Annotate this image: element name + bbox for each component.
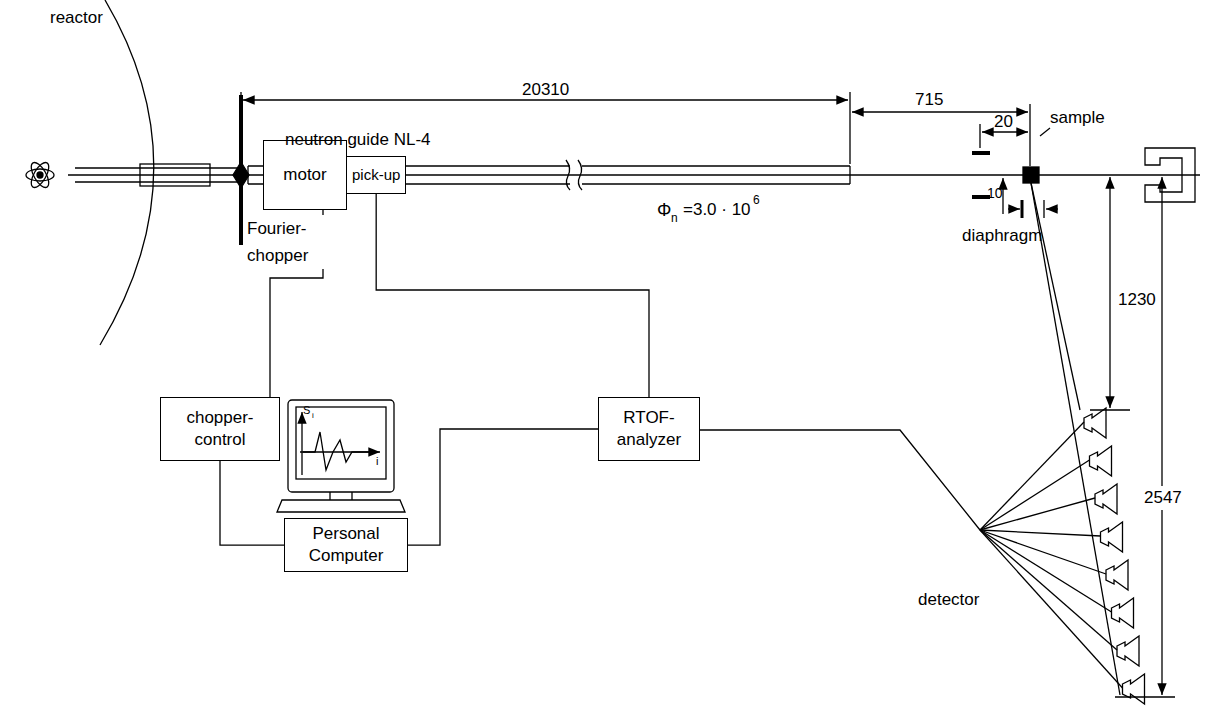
motor-box: motor [263, 140, 347, 210]
detector-cable [980, 530, 1123, 688]
detector-tube [1117, 636, 1139, 666]
drawing-label: 20 [994, 112, 1013, 132]
drawing-label: reactor [50, 8, 103, 28]
detector-cable [980, 530, 1106, 574]
detector-cable [980, 460, 1090, 530]
detector-tube [1101, 522, 1123, 552]
detector-tube [1123, 674, 1145, 704]
reactor-wall [100, 0, 154, 345]
box-text: Personal Computer [285, 523, 407, 567]
detector-cable [685, 430, 980, 530]
drawing-label: 20310 [522, 80, 569, 100]
detector-cable [980, 422, 1084, 530]
signal-cable [408, 429, 598, 545]
box-text: RTOF-analyzer [599, 407, 699, 451]
drawing-label: =3.0 · 10 [683, 200, 751, 220]
signal-cable [376, 194, 649, 397]
personal-computer-monitor [277, 400, 405, 512]
box-text: motor [283, 164, 326, 186]
detector-tube [1090, 446, 1112, 476]
drawing-label: 10 [987, 185, 1003, 201]
sample [1023, 167, 1039, 183]
drawing-label: n [671, 212, 678, 226]
drawing-label: Fourier-chopper [247, 215, 325, 269]
detector-cable [980, 530, 1112, 612]
detector-tube [1106, 560, 1128, 590]
analyzer-box: RTOF-analyzer [598, 397, 700, 461]
drawing-label: i [312, 411, 314, 420]
computer-label-box: Personal Computer [284, 518, 408, 572]
beam-stop [1145, 148, 1195, 202]
detector-cable [980, 530, 1101, 536]
drawing-label: diaphragm [962, 226, 1042, 246]
drawing-label: sample [1050, 108, 1105, 128]
drawing-label: 715 [915, 90, 943, 110]
detector-array [685, 408, 1145, 704]
drawing-label: neutron guide NL-4 [285, 130, 431, 150]
control-box: chopper-control [160, 397, 280, 461]
detector-tube [1112, 598, 1134, 628]
box-text: pick-up [352, 165, 400, 185]
detector-tube [1084, 408, 1106, 438]
pickup-box: pick-up [346, 156, 406, 194]
drawing-label: Φ [657, 200, 671, 221]
drawing-label: detector [918, 590, 979, 610]
box-text: chopper-control [161, 407, 279, 451]
signal-cable [220, 461, 284, 545]
drawing-label: i [376, 455, 378, 468]
detector-tube [1095, 484, 1117, 514]
drawing-label: 1230 [1118, 290, 1156, 310]
drawing-label: 2547 [1143, 486, 1183, 510]
detector-cable [980, 530, 1117, 650]
detector-cable [980, 498, 1095, 530]
drawing-label: 6 [753, 194, 760, 208]
drawing-label: S [303, 404, 310, 417]
atom-symbol [26, 160, 54, 190]
